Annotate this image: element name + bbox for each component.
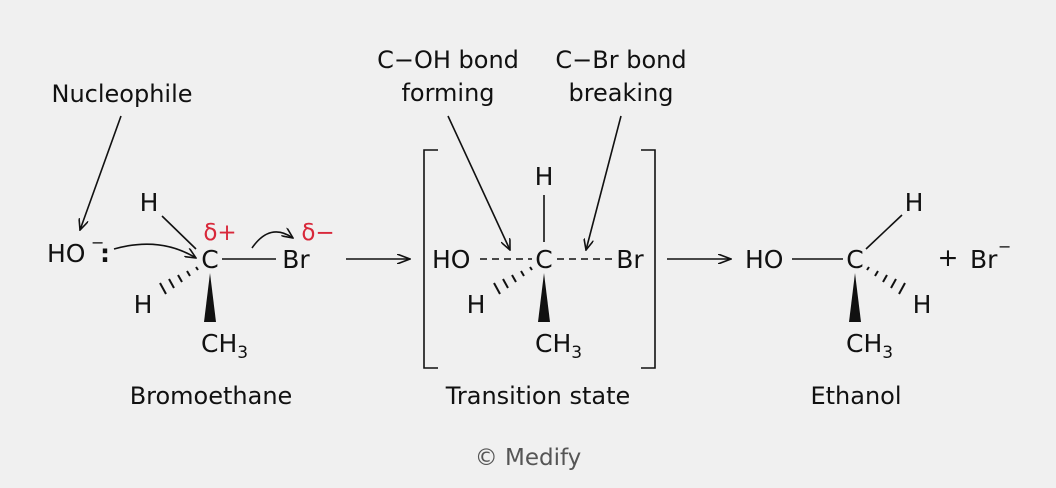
ts-bromine: Br <box>616 245 644 274</box>
ts-h-bottom: H <box>467 290 486 319</box>
nucleophilic-attack-arrow <box>113 243 196 258</box>
reactant-hashed-wedge-bond <box>159 266 199 295</box>
transition-state-name: Transition state <box>445 382 631 410</box>
product-carbon: C <box>846 245 863 274</box>
reactant-bromine: Br <box>282 245 310 274</box>
ts-methyl: CH3 <box>535 329 582 363</box>
product-hashed-wedge-bond <box>866 266 906 295</box>
product-hydroxyl: HO <box>745 245 783 274</box>
transition-state-group: HO H C Br H CH3 Transition state <box>423 149 656 410</box>
transition-state-right-bracket <box>641 149 656 369</box>
reactant-carbon: C <box>201 245 218 274</box>
product-h-top: H <box>905 188 924 217</box>
bond-breaking-pointer-arrow <box>586 115 622 250</box>
hydroxide-lone-pair: : <box>100 239 110 268</box>
reactant-delta-plus: δ+ <box>203 220 236 246</box>
product-methyl: CH3 <box>846 329 893 363</box>
ts-hydroxyl: HO <box>432 245 470 274</box>
reactant-h-bottom: H <box>134 290 153 319</box>
ts-carbon: C <box>535 245 552 274</box>
reactant-delta-minus: δ− <box>301 220 334 246</box>
transition-state-left-bracket <box>423 149 438 369</box>
ts-hashed-wedge-bond <box>493 266 533 295</box>
leaving-group-arrow <box>251 232 293 249</box>
hydroxide-ion: HO <box>47 239 85 268</box>
reactant-name: Bromoethane <box>130 382 293 410</box>
bond-breaking-label-line2: breaking <box>568 79 673 107</box>
bond-forming-label-line2: forming <box>401 79 494 107</box>
bond-breaking-label-line1: C−Br bond <box>555 46 686 74</box>
nucleophile-pointer-arrow <box>80 115 122 230</box>
product-solid-wedge-bond <box>849 273 861 322</box>
product-bond-c-h-top <box>865 214 903 250</box>
bond-forming-label-line1: C−OH bond <box>377 46 519 74</box>
product-plus-sign: + <box>938 243 959 272</box>
reactant-group: HO − : H δ+ C δ− Br H CH3 Bromoethane <box>47 188 335 410</box>
product-name: Ethanol <box>810 382 901 410</box>
bromide-ion: Br <box>970 245 998 274</box>
ts-h-top: H <box>535 162 554 191</box>
product-h-right: H <box>913 290 932 319</box>
bromide-charge: − <box>998 237 1011 256</box>
ts-solid-wedge-bond <box>538 273 550 322</box>
reactant-h-top: H <box>140 188 159 217</box>
nucleophile-label: Nucleophile <box>51 80 192 108</box>
hydroxide-charge: − <box>91 233 104 252</box>
bond-forming-pointer-arrow <box>447 115 510 250</box>
reactant-solid-wedge-bond <box>204 273 216 322</box>
product-group: HO C H H CH3 + Br − Ethanol <box>745 188 1011 410</box>
reactant-methyl: CH3 <box>201 329 248 363</box>
reactant-bond-c-h-top <box>161 215 197 250</box>
copyright-credit: © Medify <box>475 445 582 471</box>
